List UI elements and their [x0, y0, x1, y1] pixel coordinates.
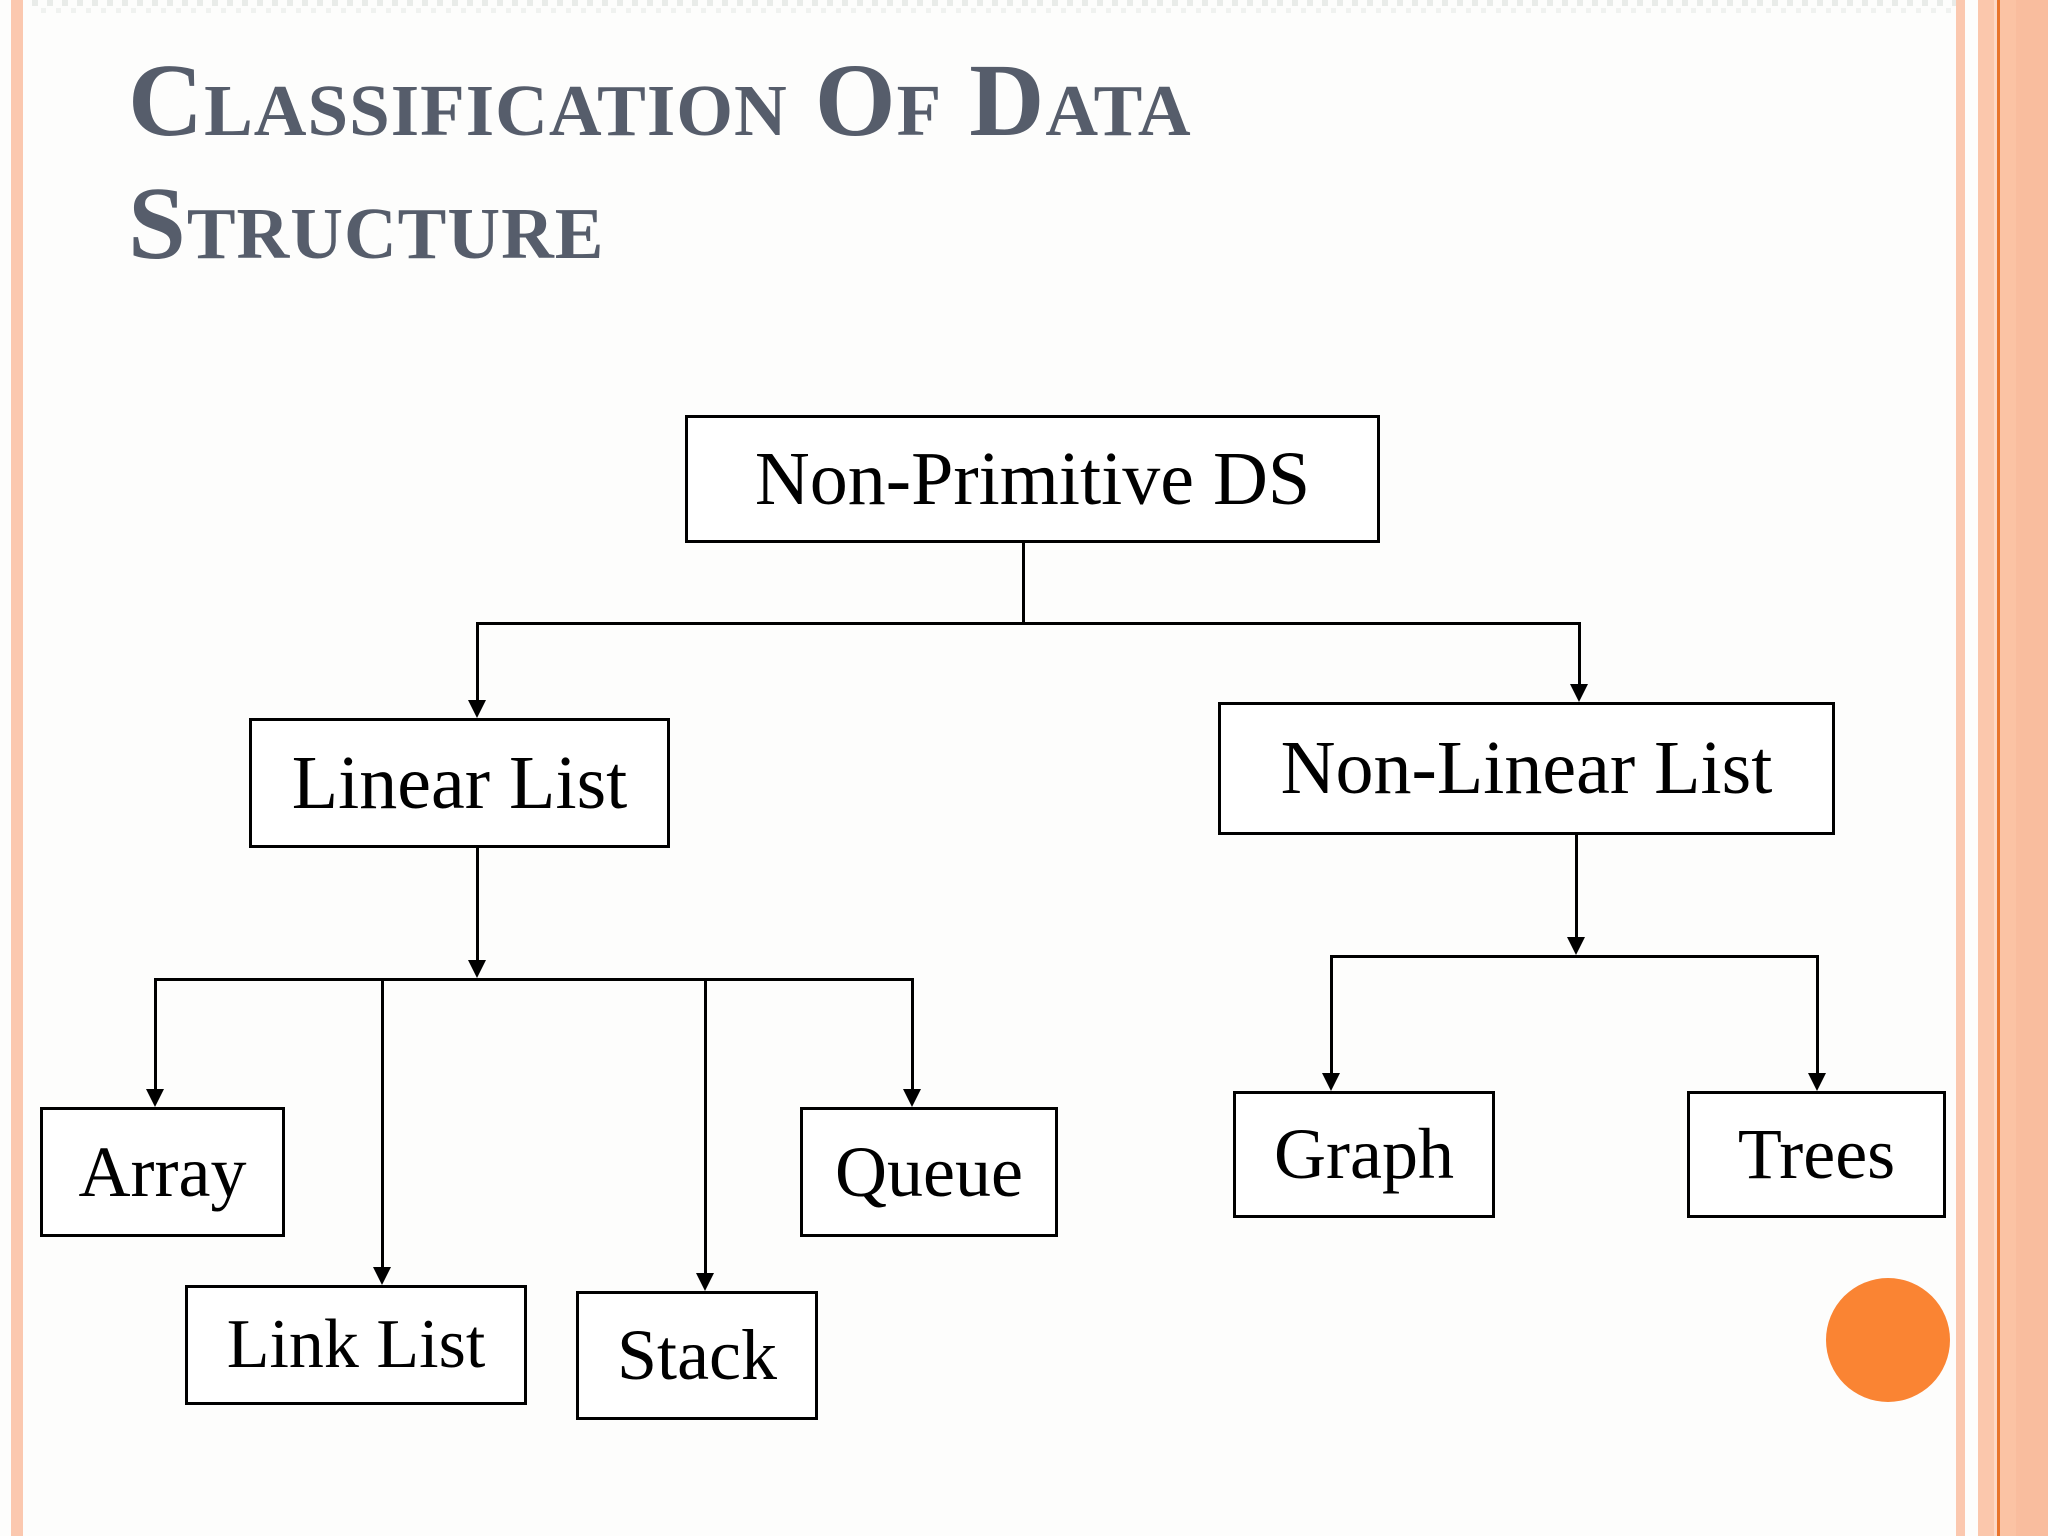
node-array: Array	[40, 1107, 285, 1237]
accent-circle	[1826, 1278, 1950, 1402]
slide-title-line1: Classification Of Data	[128, 43, 1192, 158]
node-non-linear-list: Non-Linear List	[1218, 702, 1835, 835]
connector-line	[1578, 622, 1581, 686]
slide-title: Classification Of Data Structure	[128, 40, 1608, 285]
node-graph: Graph	[1233, 1091, 1495, 1218]
connector-line	[477, 622, 1581, 625]
connector-line	[154, 978, 157, 1091]
left-border-stripe	[11, 0, 23, 1536]
connector-line	[1816, 955, 1819, 1075]
right-border-band	[1978, 0, 2048, 1536]
connector-line	[704, 978, 707, 1275]
connector-line	[381, 978, 384, 1269]
arrowhead	[1808, 1073, 1826, 1091]
connector-line	[476, 848, 479, 962]
node-linear-list: Linear List	[249, 718, 670, 848]
slide-title-line2: Structure	[128, 165, 605, 281]
connector-line	[1575, 835, 1578, 939]
node-stack: Stack	[576, 1291, 818, 1420]
connector-line	[476, 622, 479, 702]
node-non-primitive-ds: Non-Primitive DS	[685, 415, 1380, 543]
top-border-pattern	[28, 0, 1956, 6]
connector-line	[1022, 543, 1025, 622]
arrowhead	[373, 1267, 391, 1285]
arrowhead	[903, 1089, 921, 1107]
node-trees: Trees	[1687, 1091, 1946, 1218]
connector-line	[1332, 955, 1819, 958]
arrowhead	[1570, 684, 1588, 702]
right-border-stripe	[1956, 0, 1965, 1536]
top-border-pattern	[34, 8, 1956, 13]
arrowhead	[468, 700, 486, 718]
arrowhead	[1567, 937, 1585, 955]
connector-line	[155, 978, 914, 981]
arrowhead	[1322, 1073, 1340, 1091]
arrowhead	[696, 1273, 714, 1291]
node-link-list: Link List	[185, 1285, 527, 1405]
node-queue: Queue	[800, 1107, 1058, 1237]
connector-line	[911, 978, 914, 1091]
connector-line	[1330, 955, 1333, 1075]
arrowhead	[468, 960, 486, 978]
arrowhead	[146, 1089, 164, 1107]
